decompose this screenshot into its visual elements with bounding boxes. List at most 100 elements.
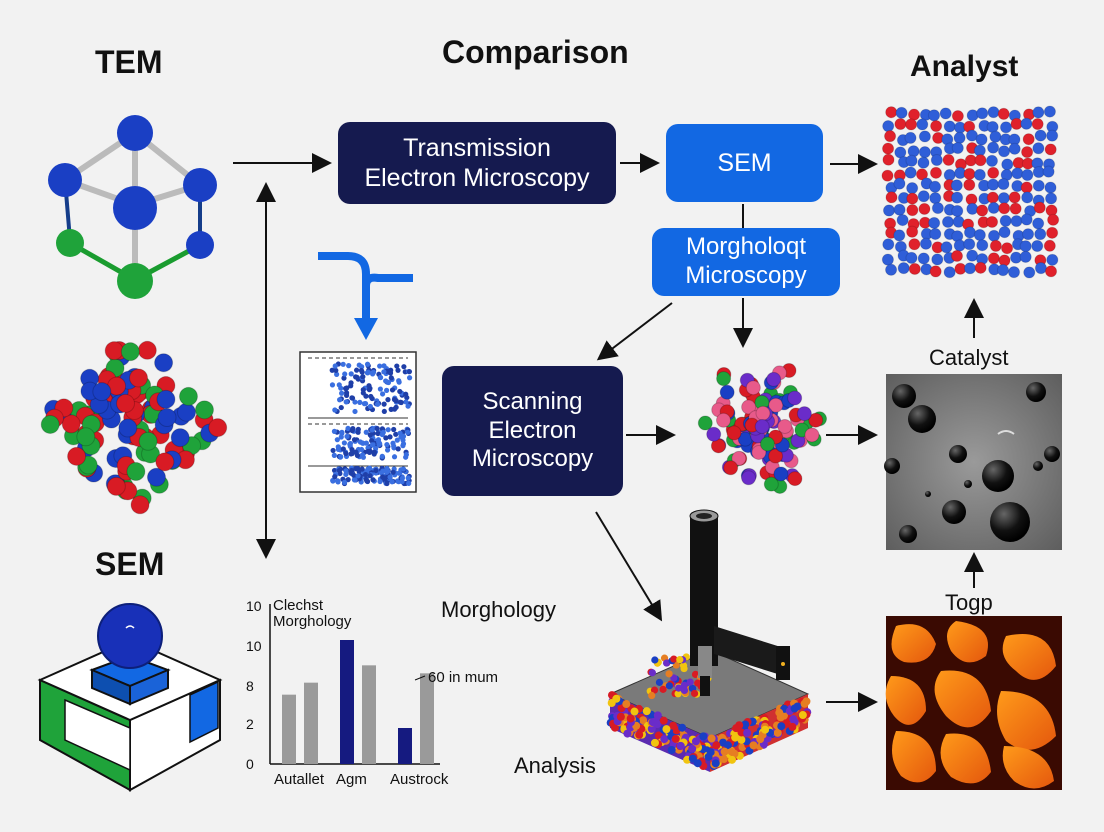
sample-particle xyxy=(384,447,391,453)
stage-bead xyxy=(720,747,729,756)
sample-particle xyxy=(387,474,393,480)
sample-particle xyxy=(352,477,358,483)
sample-particle xyxy=(384,441,390,448)
blue-atom xyxy=(1020,213,1033,226)
bead xyxy=(137,340,157,360)
x-tick-label: Autallet xyxy=(274,771,325,788)
red-atom xyxy=(1008,191,1021,204)
sample-particle xyxy=(383,378,389,384)
stage-bead xyxy=(670,655,678,663)
red-atom xyxy=(904,118,918,131)
red-atom xyxy=(985,215,999,229)
red-atom xyxy=(950,249,964,263)
stage-bead xyxy=(788,722,797,731)
sample-particle xyxy=(395,446,401,452)
blue-atom xyxy=(987,106,1000,119)
sample-particle xyxy=(379,453,385,459)
stage-bead xyxy=(749,741,758,750)
blue-atom xyxy=(1031,239,1044,253)
sample-particle xyxy=(345,425,351,432)
stage-bead xyxy=(699,732,708,741)
bead xyxy=(766,371,782,387)
sample-particle xyxy=(381,408,387,415)
bead xyxy=(61,414,81,434)
sample-particle xyxy=(374,401,381,407)
stage-bead xyxy=(623,729,632,738)
stage-bead xyxy=(741,720,750,729)
blue-atom xyxy=(905,251,918,264)
stage-bead xyxy=(802,697,811,706)
bead xyxy=(177,402,197,422)
bead xyxy=(92,382,112,402)
sample-particle xyxy=(342,385,349,392)
red-atom xyxy=(1044,265,1058,278)
analyst-title: Analyst xyxy=(910,50,1019,83)
blue-atom xyxy=(1021,228,1035,241)
sample-particle xyxy=(378,470,385,476)
stage-bead xyxy=(727,747,736,756)
stage-bead xyxy=(761,725,770,734)
bead xyxy=(116,393,136,413)
stage-bead xyxy=(773,728,782,737)
y-tick-label: 2 xyxy=(246,716,254,732)
blue-atom xyxy=(917,190,930,203)
sample-particle xyxy=(390,440,396,446)
red-atom xyxy=(1020,145,1034,159)
blue-atom xyxy=(929,227,942,241)
sample-particle xyxy=(391,396,398,403)
sample-particle xyxy=(344,433,350,440)
blue-atom xyxy=(999,214,1012,227)
blue-atom xyxy=(897,262,910,275)
stage-bead xyxy=(648,669,656,677)
red-atom xyxy=(942,153,955,167)
sample-particle xyxy=(332,407,338,413)
red-atom xyxy=(906,204,919,217)
bead xyxy=(754,419,770,435)
blue-atom xyxy=(1010,214,1023,228)
sample-particle xyxy=(401,364,407,370)
sample-particle xyxy=(377,363,383,369)
blue-atom xyxy=(884,263,898,276)
bead xyxy=(706,426,722,442)
sample-particle xyxy=(347,440,354,447)
blue-atom xyxy=(1044,192,1058,205)
bead xyxy=(804,427,820,443)
stage-bead xyxy=(647,724,656,733)
sample-particle xyxy=(357,399,363,405)
y-tick-label: 0 xyxy=(246,756,254,772)
red-atom xyxy=(908,262,921,276)
sample-particle xyxy=(341,375,347,381)
bead xyxy=(741,470,757,486)
sample-particle xyxy=(398,399,404,406)
y-tick-label: 8 xyxy=(246,678,254,694)
sample-particle xyxy=(342,371,348,377)
togp-texture-image xyxy=(885,616,1062,790)
sample-particle xyxy=(377,478,383,485)
stage-bead xyxy=(679,662,688,670)
blue-atom xyxy=(1032,142,1045,155)
sample-particle xyxy=(384,480,390,487)
analyst-atoms-illustration xyxy=(881,105,1060,279)
sample-particle xyxy=(329,382,336,388)
blue-atom xyxy=(997,145,1011,158)
sample-particle xyxy=(352,408,358,415)
blue-atom xyxy=(951,204,964,218)
comparison-title: Comparison xyxy=(442,34,629,70)
stage-bead xyxy=(662,725,671,734)
star-nanoparticle-illustration xyxy=(697,363,828,494)
red-atom xyxy=(915,168,929,181)
sample-particle xyxy=(350,425,356,432)
stage-bead xyxy=(798,711,807,720)
stage-bead xyxy=(680,681,688,689)
sample-particle xyxy=(343,390,350,396)
sample-particle xyxy=(354,374,360,380)
blue-atom xyxy=(917,156,930,169)
sample-particle xyxy=(352,399,358,405)
box-line: Electron Microscopy xyxy=(364,164,590,192)
sample-particle xyxy=(348,380,354,386)
sample-particle xyxy=(357,439,363,445)
box-line: Electron xyxy=(488,416,577,444)
blue-atom xyxy=(895,106,908,119)
sample-particle xyxy=(406,369,413,375)
bead xyxy=(719,384,735,400)
